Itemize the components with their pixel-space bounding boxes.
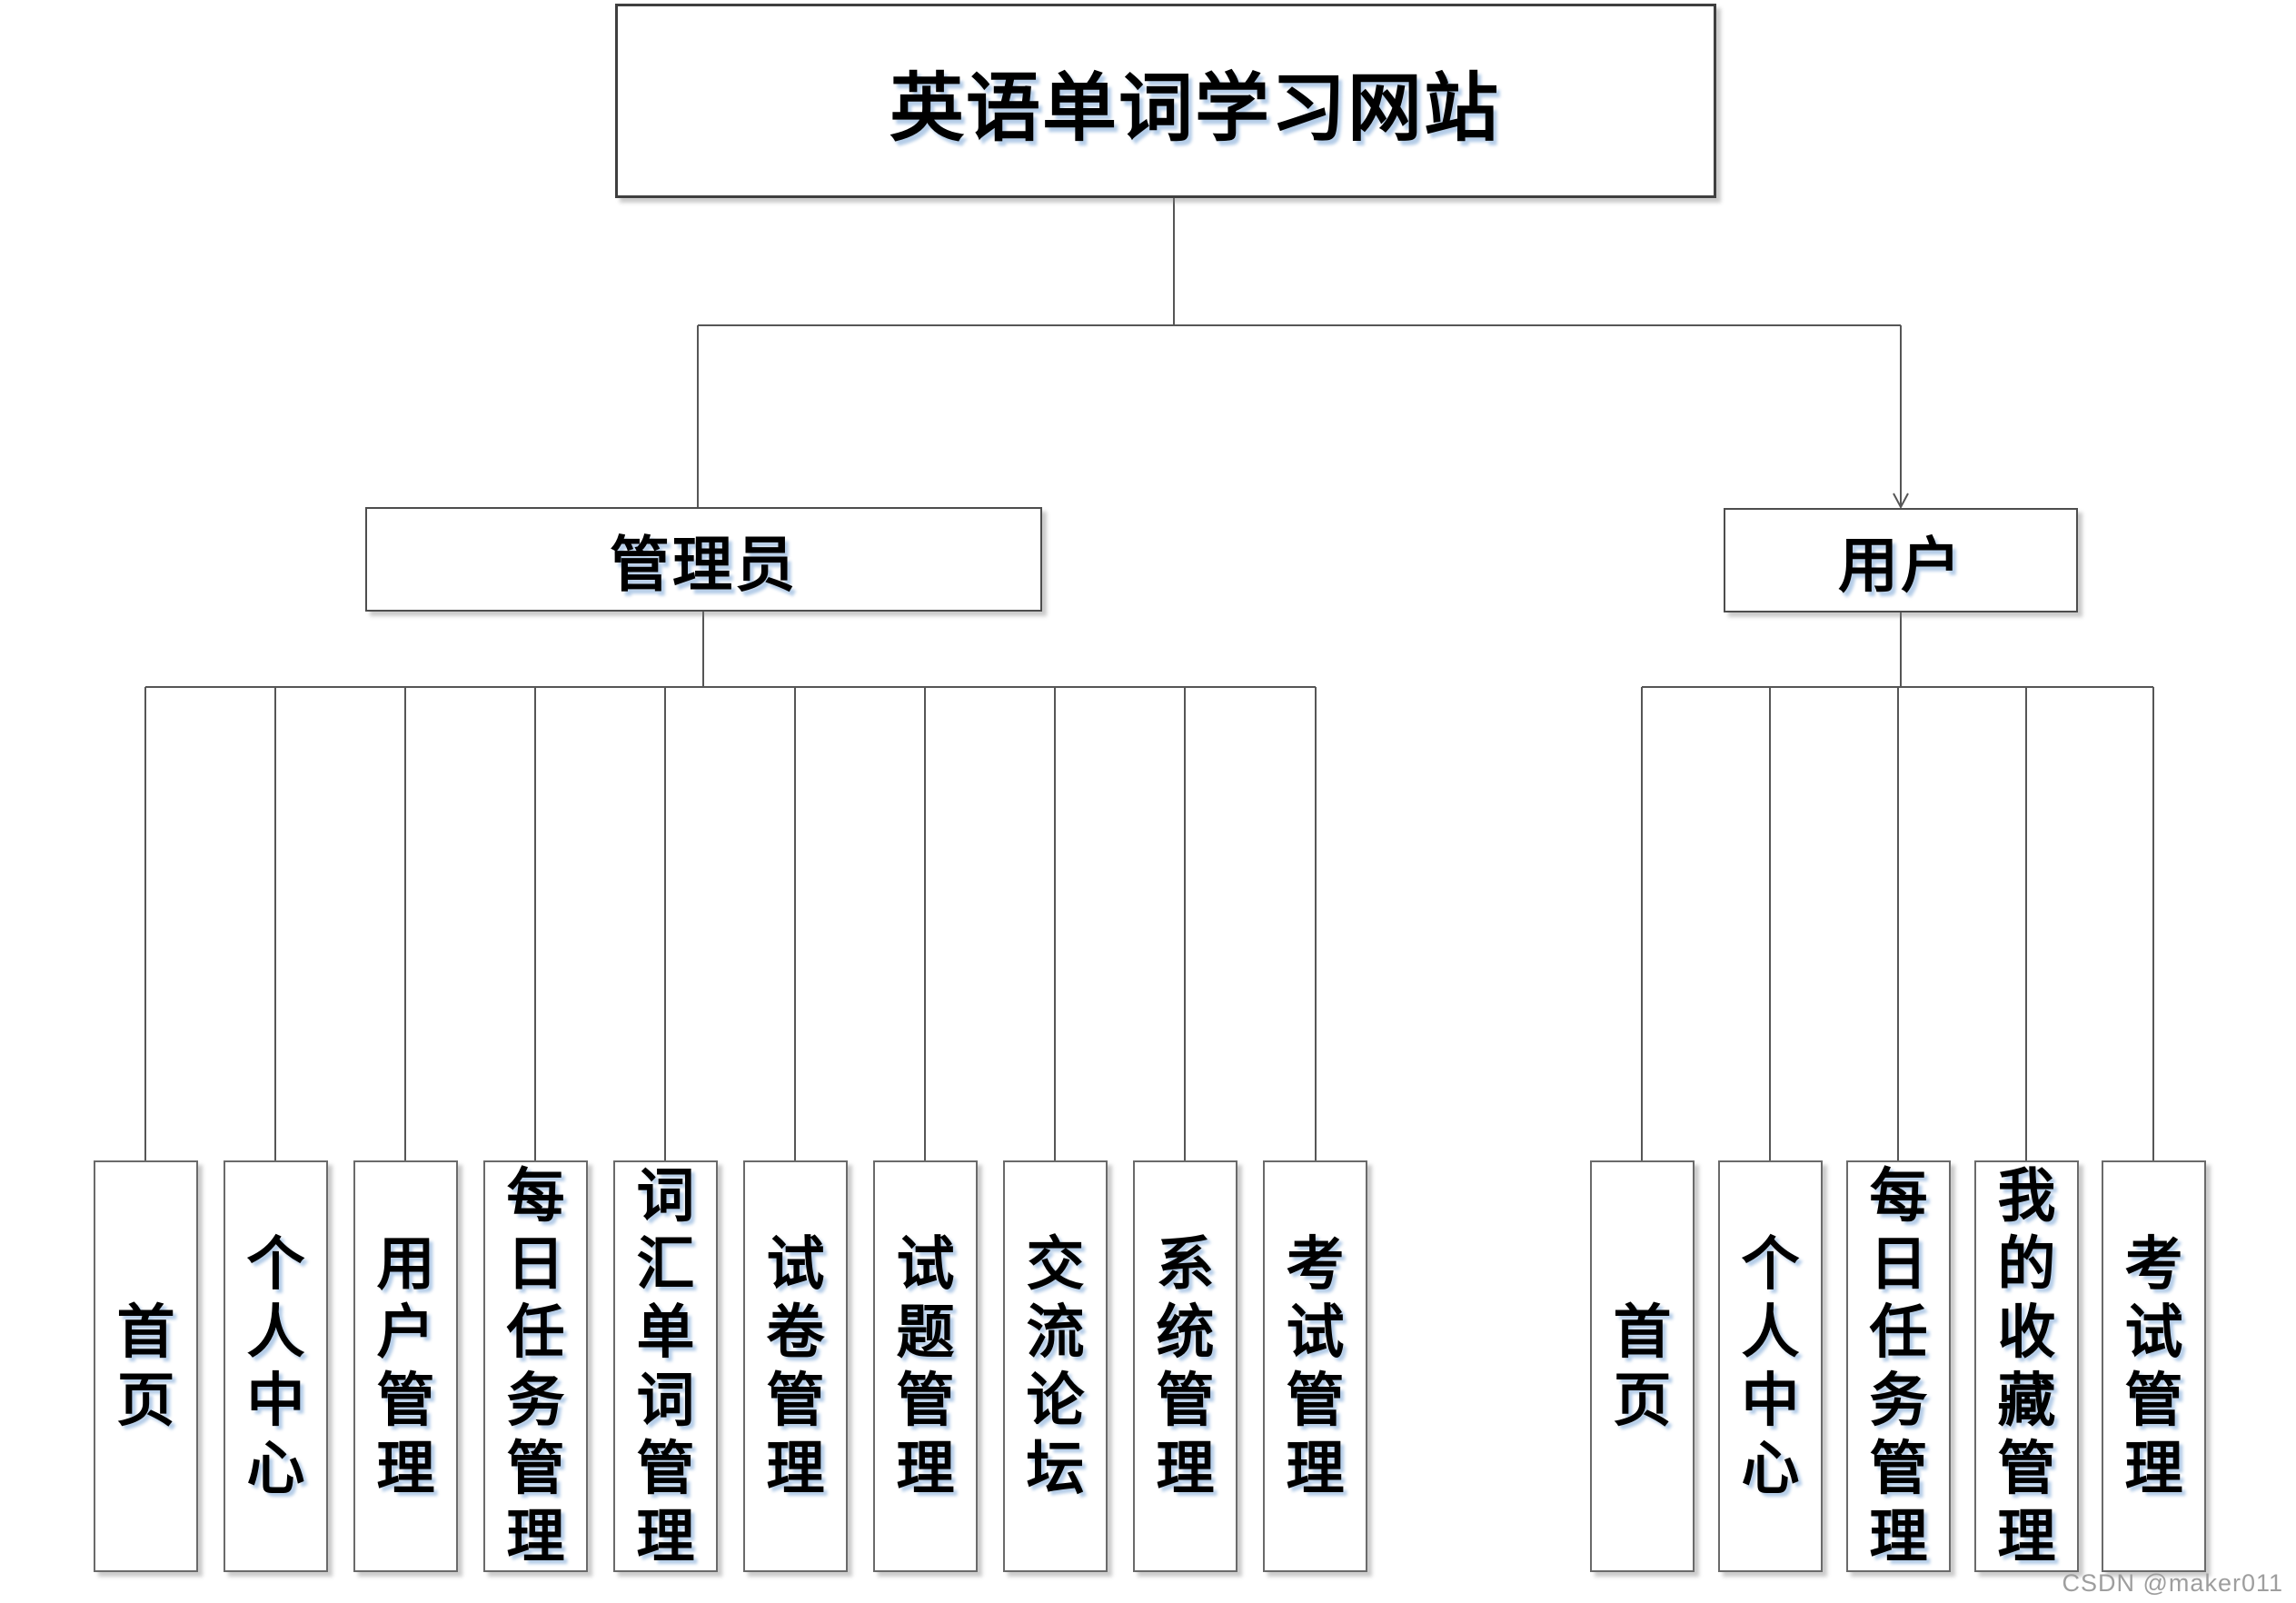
leaf-node-admin-daily-task-mgmt: 每 日 任 务 管 理: [483, 1160, 588, 1572]
leaf-node-label: 系 统 管 理: [1156, 1230, 1215, 1501]
leaf-node-admin-system-mgmt: 系 统 管 理: [1133, 1160, 1237, 1572]
branch-node-label: 用户: [1838, 531, 1963, 599]
leaf-node-label: 试 题 管 理: [896, 1230, 955, 1501]
leaf-node-label: 词 汇 单 词 管 理: [636, 1162, 695, 1569]
leaf-node-label: 考 试 管 理: [1286, 1230, 1345, 1501]
arrowhead-user-icon: [1893, 493, 1909, 510]
leaf-node-admin-home: 首 页: [94, 1160, 198, 1572]
leaf-node-label: 我 的 收 藏 管 理: [1997, 1162, 2056, 1569]
leaf-node-user-exam-mgmt: 考 试 管 理: [2102, 1160, 2206, 1572]
leaf-node-label: 考 试 管 理: [2124, 1230, 2183, 1501]
leaf-node-admin-test-paper-mgmt: 试 卷 管 理: [743, 1160, 848, 1572]
leaf-node-admin-vocab-word-mgmt: 词 汇 单 词 管 理: [613, 1160, 718, 1572]
leaf-node-label: 首 页: [1613, 1299, 1672, 1433]
branch-node-user: 用户: [1724, 508, 2078, 612]
leaf-node-admin-personal-center: 个 人 中 心: [224, 1160, 328, 1572]
leaf-node-user-favorites-mgmt: 我 的 收 藏 管 理: [1974, 1160, 2079, 1572]
leaf-node-admin-forum: 交 流 论 坛: [1003, 1160, 1108, 1572]
branch-node-label: 管理员: [610, 530, 798, 598]
leaf-node-admin-user-mgmt: 用 户 管 理: [353, 1160, 458, 1572]
leaf-node-label: 个 人 中 心: [246, 1230, 305, 1501]
leaf-node-user-home: 首 页: [1590, 1160, 1695, 1572]
leaf-node-user-personal-center: 个 人 中 心: [1718, 1160, 1823, 1572]
leaf-node-label: 每 日 任 务 管 理: [1869, 1162, 1928, 1569]
leaf-node-label: 交 流 论 坛: [1026, 1230, 1085, 1501]
root-node-label: 英语单词学习网站: [889, 66, 1500, 150]
leaf-node-label: 试 卷 管 理: [766, 1230, 825, 1501]
leaf-node-admin-exam-mgmt: 考 试 管 理: [1263, 1160, 1367, 1572]
csdn-watermark: CSDN @maker011: [2062, 1569, 2283, 1597]
leaf-node-admin-test-question-mgmt: 试 题 管 理: [873, 1160, 978, 1572]
root-node-site-title: 英语单词学习网站: [615, 4, 1716, 198]
leaf-node-label: 用 户 管 理: [376, 1230, 435, 1501]
leaf-node-label: 每 日 任 务 管 理: [506, 1162, 565, 1569]
leaf-node-label: 首 页: [116, 1299, 175, 1433]
branch-node-admin: 管理员: [365, 507, 1042, 612]
leaf-node-label: 个 人 中 心: [1741, 1230, 1800, 1501]
leaf-node-user-daily-task-mgmt: 每 日 任 务 管 理: [1846, 1160, 1951, 1572]
